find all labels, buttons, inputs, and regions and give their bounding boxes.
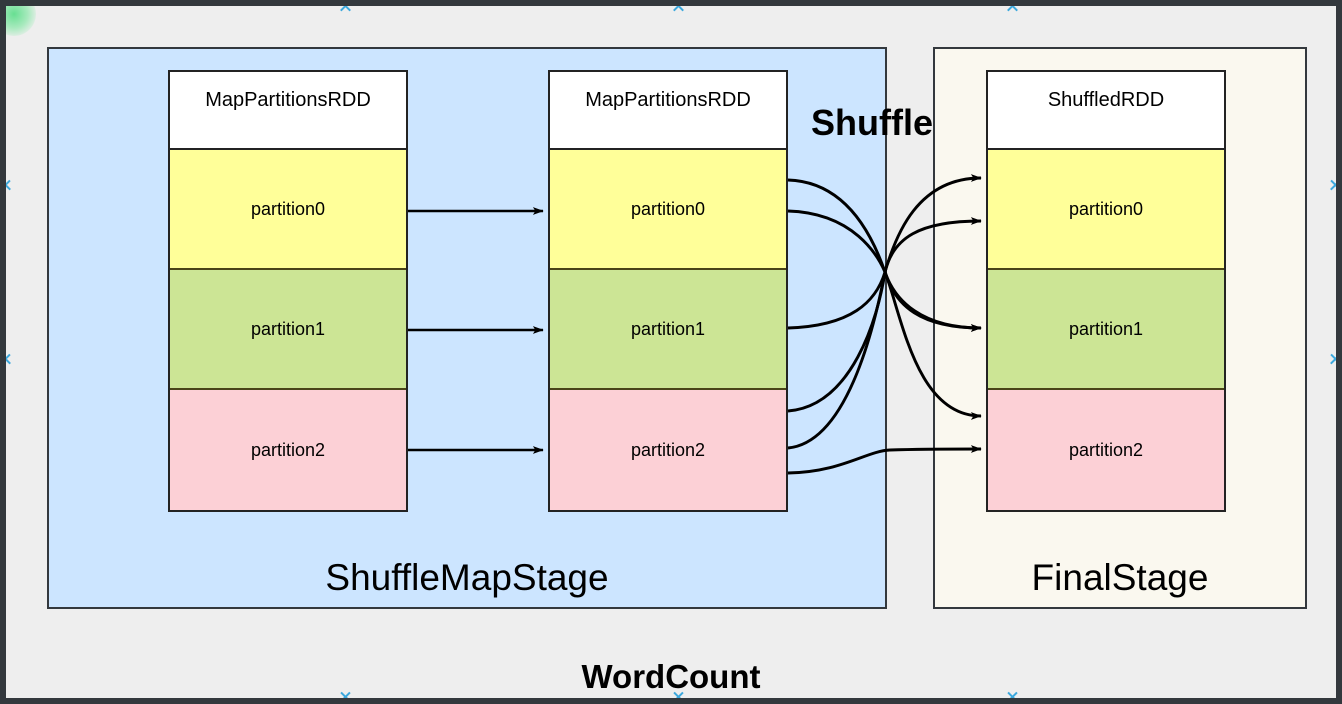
resize-handle-3[interactable] <box>6 178 12 191</box>
resize-handle-8[interactable] <box>672 690 685 698</box>
partition-cell[interactable]: partition2 <box>550 390 786 510</box>
partition-cell[interactable]: partition0 <box>170 150 406 270</box>
stage-label-final-stage: FinalStage <box>1031 557 1209 598</box>
diagram-title: WordCount <box>581 658 761 695</box>
rdd-title: MapPartitionsRDD <box>170 72 406 150</box>
resize-handle-5[interactable] <box>1329 178 1336 191</box>
resize-handle-9[interactable] <box>1006 690 1019 698</box>
stage-final-stage[interactable]: ShuffledRDD partition0 partition1 partit… <box>933 47 1307 609</box>
resize-handle-2[interactable] <box>1006 6 1019 12</box>
resize-handle-1[interactable] <box>672 6 685 12</box>
partition-cell[interactable]: partition1 <box>170 270 406 390</box>
rdd-map-partitions-rdd-a[interactable]: MapPartitionsRDD partition0 partition1 p… <box>168 70 408 512</box>
resize-handle-4[interactable] <box>6 352 12 365</box>
partition-cell[interactable]: partition1 <box>988 270 1224 390</box>
rdd-map-partitions-rdd-b[interactable]: MapPartitionsRDD partition0 partition1 p… <box>548 70 788 512</box>
partition-cell[interactable]: partition1 <box>550 270 786 390</box>
shuffle-label: Shuffle <box>811 102 933 143</box>
resize-handle-7[interactable] <box>339 690 352 698</box>
partition-cell[interactable]: partition2 <box>988 390 1224 510</box>
resize-handle-0[interactable] <box>339 6 352 12</box>
partition-cell[interactable]: partition0 <box>988 150 1224 270</box>
partition-cell[interactable]: partition2 <box>170 390 406 510</box>
resize-handle-6[interactable] <box>1329 352 1336 365</box>
selection-origin-indicator <box>6 6 36 36</box>
stage-label-shuffle-map-stage: ShuffleMapStage <box>325 557 609 598</box>
rdd-shuffled-rdd[interactable]: ShuffledRDD partition0 partition1 partit… <box>986 70 1226 512</box>
stage-shuffle-map-stage[interactable]: MapPartitionsRDD partition0 partition1 p… <box>47 47 887 609</box>
partition-cell[interactable]: partition0 <box>550 150 786 270</box>
rdd-title: ShuffledRDD <box>988 72 1224 150</box>
rdd-title: MapPartitionsRDD <box>550 72 786 150</box>
